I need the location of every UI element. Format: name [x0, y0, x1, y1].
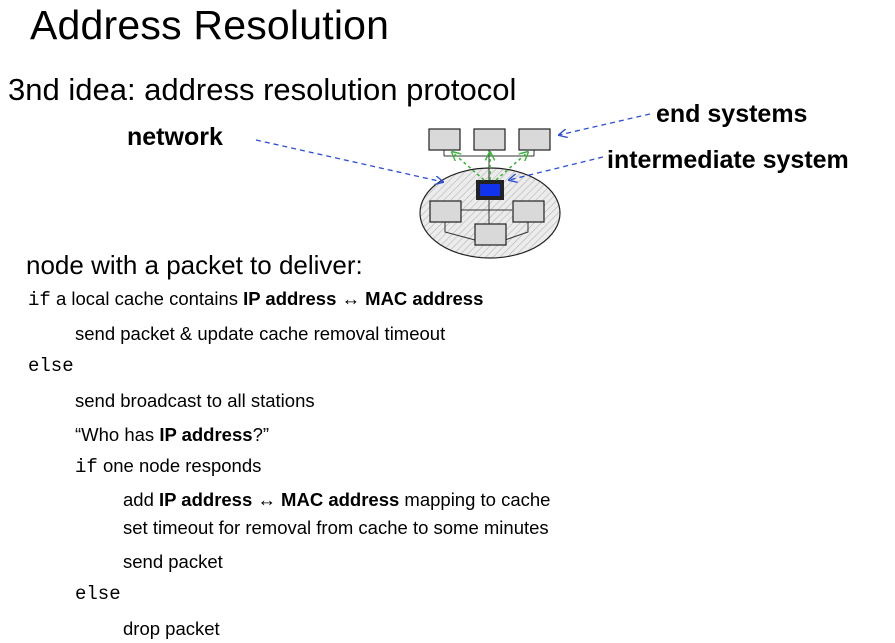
line4-pre: “Who has: [75, 424, 160, 445]
slide-subtitle: 3nd idea: address resolution protocol: [8, 72, 517, 107]
network-node: [512, 200, 545, 223]
line1-bold-mac: MAC address: [365, 288, 484, 309]
algorithm-line-if: if a local cache contains IP address ↔ M…: [28, 288, 483, 311]
line6-pre: add: [123, 489, 160, 510]
network-label: network: [127, 123, 223, 151]
line1-bold-ip: IP address: [243, 288, 337, 309]
network-node: [474, 223, 507, 246]
end-system-node: [428, 128, 461, 151]
network-node: [429, 200, 462, 223]
intermediate-system-label: intermediate system: [607, 146, 849, 174]
algorithm-line-drop-packet: drop packet: [123, 618, 220, 639]
slide-title: Address Resolution: [30, 2, 390, 48]
line1-arrow: ↔: [336, 288, 366, 309]
algorithm-line-broadcast: send broadcast to all stations: [75, 390, 315, 411]
line6-bold-ip: IP address: [159, 489, 253, 510]
line6-post: mapping to cache: [399, 489, 551, 510]
algorithm-line-if-responds: if one node responds: [75, 455, 261, 478]
keyword-else-nested: else: [75, 583, 121, 605]
end-system-node: [518, 128, 551, 151]
keyword-if: if: [28, 289, 51, 311]
algorithm-heading: node with a packet to deliver:: [26, 250, 363, 280]
keyword-if-nested: if: [75, 456, 98, 478]
line5-text: one node responds: [102, 455, 262, 476]
end-system-node: [473, 128, 506, 151]
line1-text: a local cache contains: [55, 288, 244, 309]
algorithm-line-send-update: send packet & update cache removal timeo…: [75, 323, 446, 344]
line6-arrow: ↔: [252, 489, 282, 510]
keyword-else: else: [28, 355, 74, 377]
algorithm-line-send-packet: send packet: [123, 551, 223, 572]
network-pointer-arrow: [255, 139, 443, 182]
algorithm-line-who-has: “Who has IP address?”: [75, 424, 269, 446]
algorithm-line-set-timeout: set timeout for removal from cache to so…: [123, 517, 549, 538]
line6-bold-mac: MAC address: [281, 489, 400, 510]
end-systems-pointer-arrow: [559, 113, 651, 135]
line4-post: ?”: [252, 424, 270, 445]
algorithm-line-add-mapping: add IP address ↔ MAC address mapping to …: [123, 489, 550, 511]
line4-bold-ip: IP address: [159, 424, 253, 445]
intermediate-pointer-arrow: [509, 156, 604, 180]
end-systems-label: end systems: [656, 100, 808, 128]
